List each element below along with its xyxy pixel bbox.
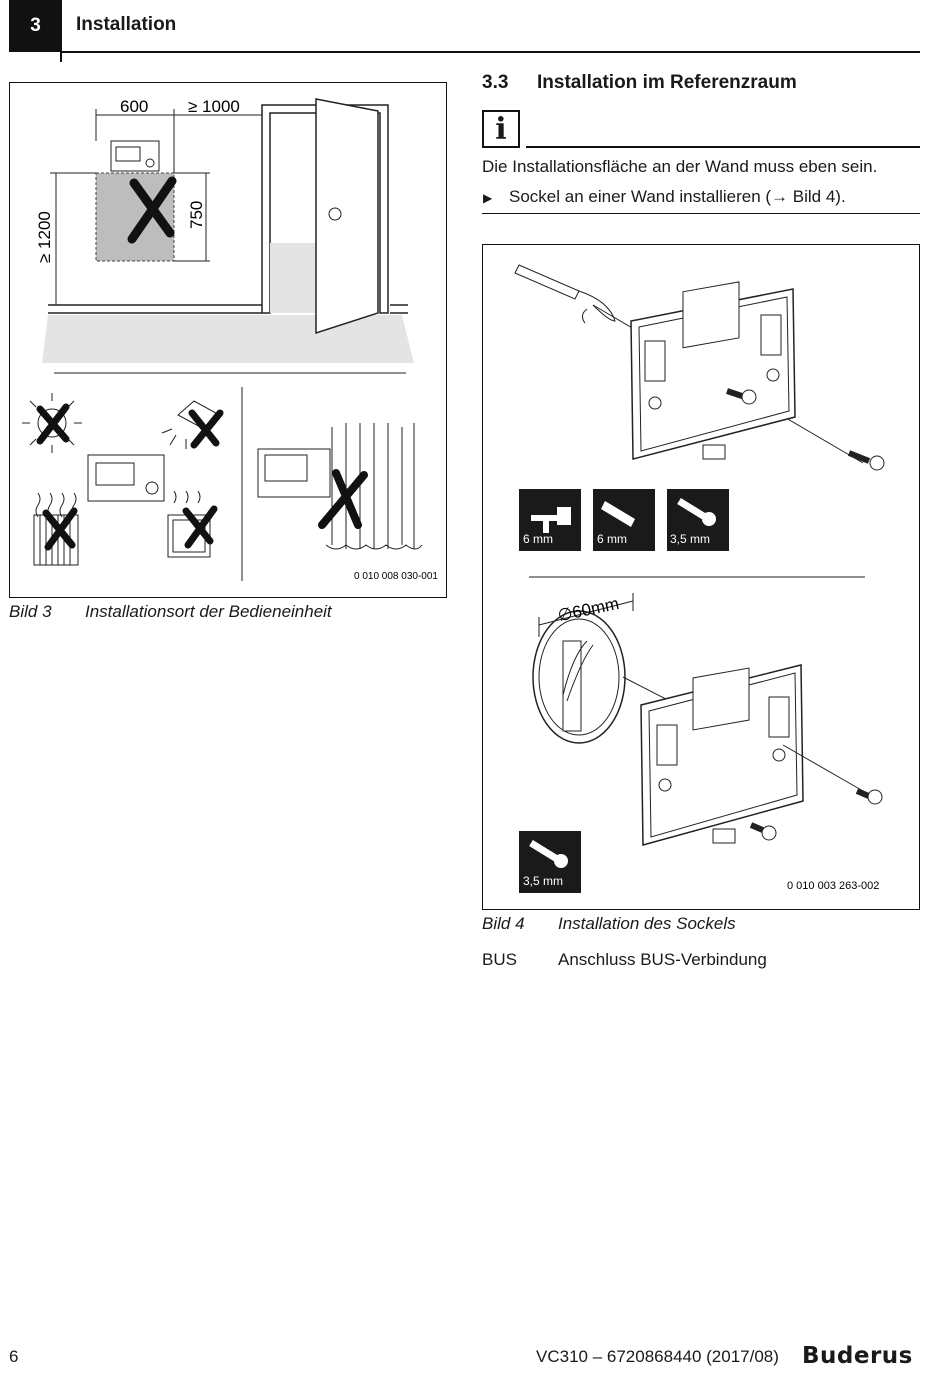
- chapter-title: Installation: [76, 14, 177, 35]
- cross-icon: [127, 176, 177, 244]
- screw-top-middle: [726, 388, 757, 405]
- figure-4: 6 mm 6 mm 3,5 mm ∅60mm: [482, 244, 920, 910]
- screw-bottom-right: [855, 788, 883, 805]
- figure-4-illustration: 6 mm 6 mm 3,5 mm ∅60mm: [514, 264, 885, 893]
- screw-bottom-middle: [749, 822, 777, 841]
- figure-4-caption-text: Installation des Sockels: [558, 914, 736, 933]
- screw-icon: [554, 854, 568, 868]
- tool-bottom-label: 3,5 mm: [523, 874, 563, 888]
- dim-door-label: ≥ 1000: [188, 97, 240, 116]
- floor: [42, 315, 414, 363]
- dim-width-label: 600: [120, 97, 148, 116]
- tool-screw-bottom: 3,5 mm: [519, 831, 581, 893]
- door-frame: [261, 104, 389, 314]
- figure-4-caption-label: Bild 4: [482, 914, 525, 933]
- tool-screw-label: 3,5 mm: [670, 532, 710, 546]
- section-title: Installation im Referenzraum: [537, 72, 797, 93]
- page-number: 6: [9, 1347, 19, 1366]
- drill-icon: [531, 507, 571, 533]
- step-text: Sockel an einer Wand installieren (→ Bil…: [509, 187, 846, 206]
- lamp-icon: [161, 400, 224, 449]
- tool-drill: 6 mm: [519, 489, 581, 551]
- tool-dowel-label: 6 mm: [597, 532, 627, 546]
- tool-screw: 3,5 mm: [667, 489, 729, 551]
- figure-3-caption-label: Bild 3: [9, 602, 52, 621]
- dim-750-label: 750: [187, 201, 206, 229]
- radiator-icon: [33, 492, 79, 566]
- brand-logo: Buderus: [802, 1343, 913, 1369]
- figure-3-illustration: 600 ≥ 1000 ≥ 1200 750: [22, 97, 438, 582]
- curtain-icon: [318, 423, 423, 550]
- figure-3: 600 ≥ 1000 ≥ 1200 750: [9, 82, 447, 598]
- note-text: Die Installationsfläche an der Wand muss…: [482, 157, 878, 176]
- legend-key: BUS: [482, 950, 517, 969]
- base-plate-top: [630, 281, 796, 460]
- section-number: 3.3: [482, 72, 509, 93]
- legend-text: Anschluss BUS-Verbindung: [558, 950, 767, 969]
- document-reference: VC310 – 6720868440 (2017/08): [536, 1347, 779, 1366]
- dowel-hook-icon: [514, 264, 616, 324]
- wall-box: [532, 610, 626, 744]
- chapter-number: 3: [9, 0, 62, 52]
- info-rule: [526, 146, 920, 148]
- header-tick: [60, 52, 62, 62]
- tool-dowel: 6 mm: [593, 489, 655, 551]
- figure-3-code: 0 010 008 030-001: [354, 571, 438, 582]
- figure-3-caption-text: Installationsort der Bedieneinheit: [85, 602, 332, 621]
- base-plate-bottom: [640, 664, 804, 846]
- info-icon: i: [482, 110, 520, 148]
- header-rule: [62, 51, 920, 53]
- tv-icon: [167, 490, 218, 558]
- step-rule: [482, 213, 920, 214]
- dowel-icon: [601, 501, 635, 527]
- step-bullet: ▶: [483, 191, 493, 205]
- dim-height-label: ≥ 1200: [35, 211, 54, 263]
- tool-drill-label: 6 mm: [523, 532, 553, 546]
- screw-right: [847, 450, 885, 471]
- figure-4-code: 0 010 003 263-002: [787, 880, 879, 892]
- door: [315, 98, 379, 335]
- sun-icon: [22, 393, 82, 453]
- screw-icon: [702, 512, 716, 526]
